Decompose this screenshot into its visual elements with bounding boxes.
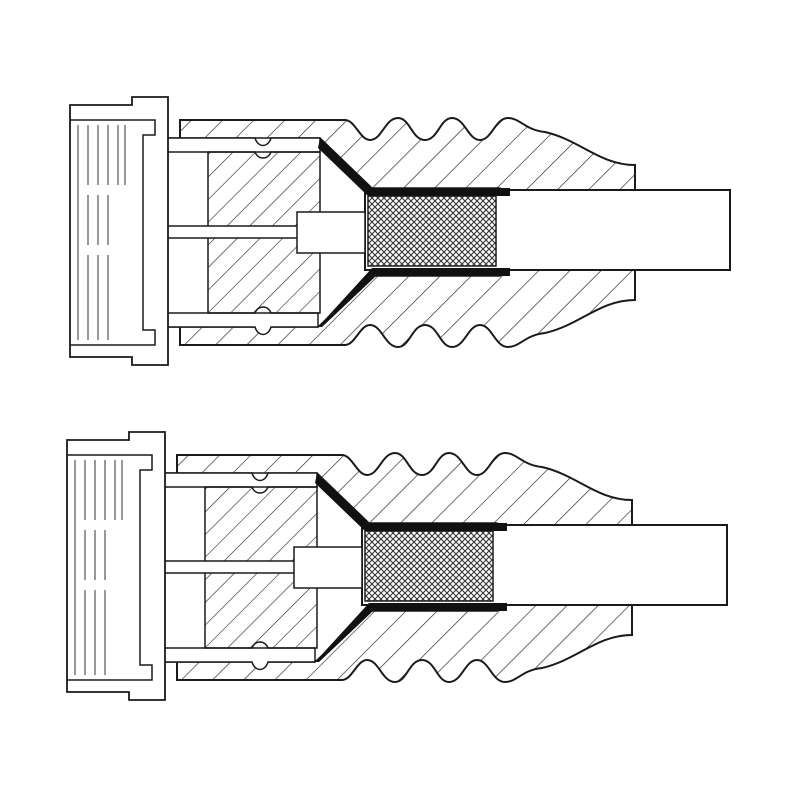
connector-top bbox=[69, 96, 731, 366]
connector-bottom bbox=[66, 431, 728, 701]
